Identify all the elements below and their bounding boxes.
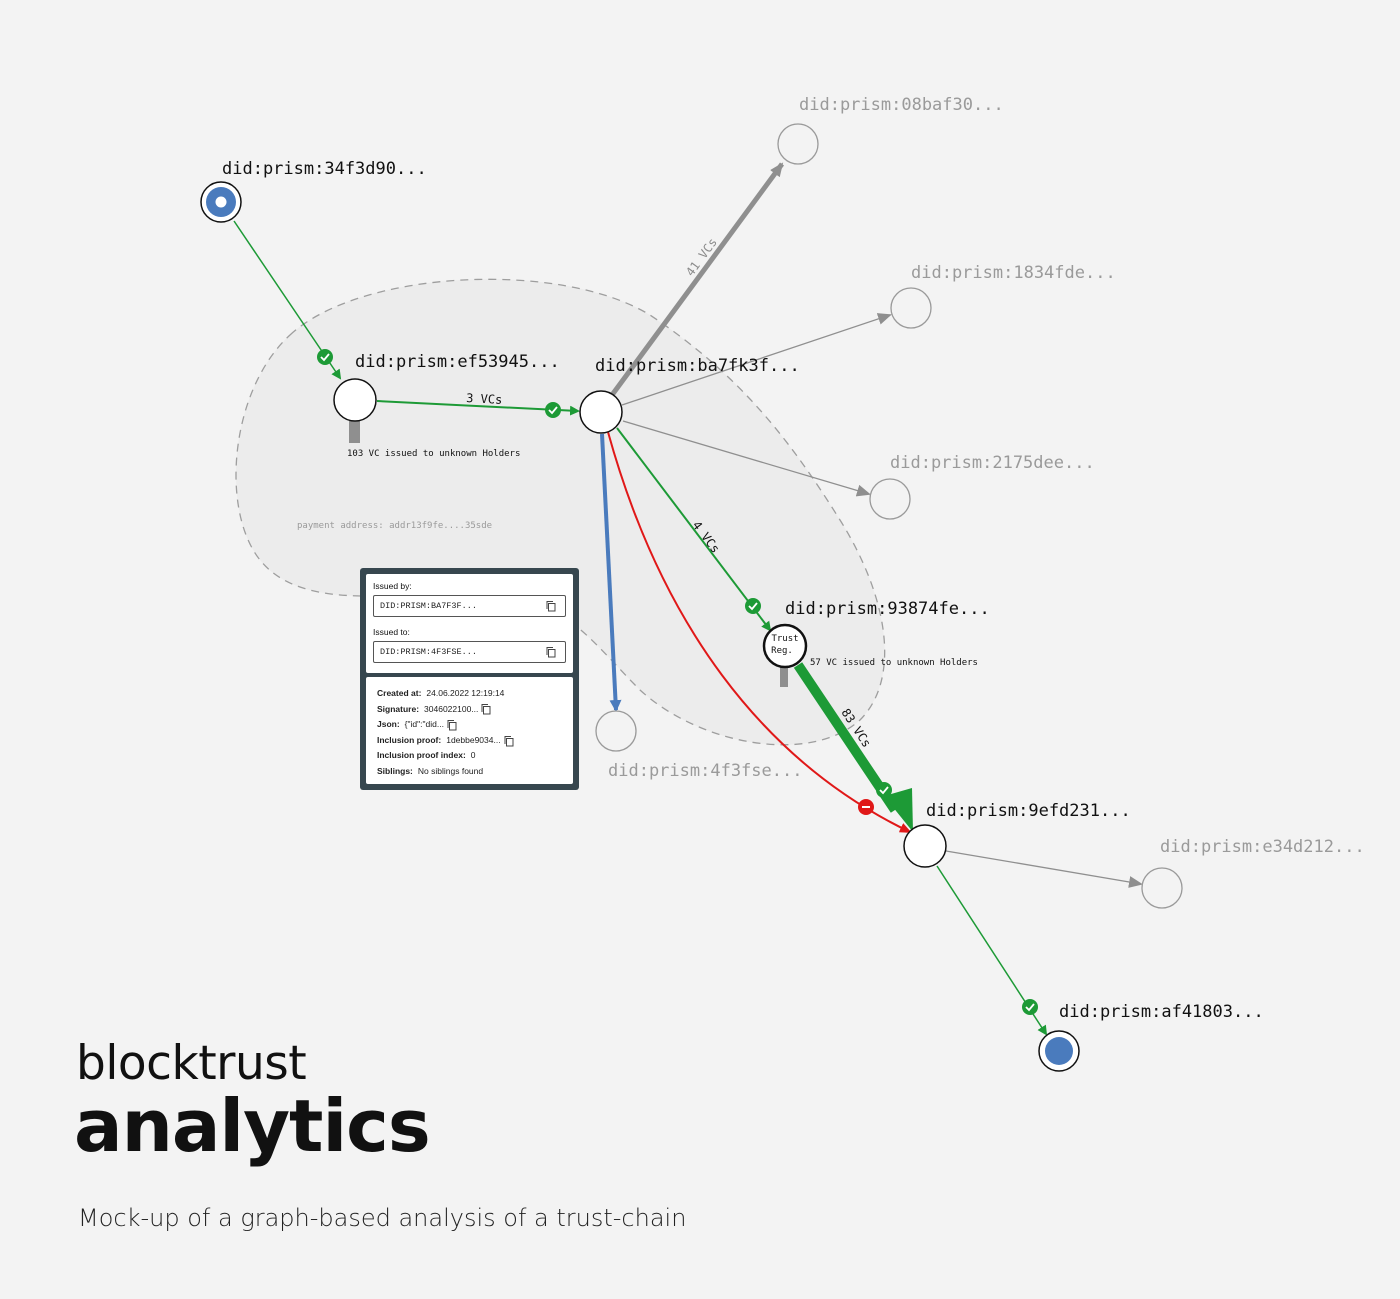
- detail-value: 24.06.2022 12:19:14: [426, 688, 505, 698]
- page-caption: Mock-up of a graph-based analysis of a t…: [78, 1204, 687, 1232]
- detail-label: Json:: [377, 719, 400, 730]
- node-label-2175dee: did:prism:2175dee...: [890, 453, 1095, 473]
- node-label-af41803: did:prism:af41803...: [1059, 1002, 1264, 1022]
- issued-to-value: DID:PRISM:4F3FSE...: [380, 647, 477, 657]
- node-ef53945[interactable]: [333, 378, 377, 422]
- edge-label-ef-ba: 3 VCs: [466, 391, 503, 407]
- credential-info-card: Issued by: DID:PRISM:BA7F3F... Issued to…: [360, 568, 579, 790]
- node-2175dee[interactable]: [869, 478, 911, 520]
- edge-9efd231-to-e34d212[interactable]: [945, 850, 1143, 888]
- verified-check-icon: [545, 402, 561, 418]
- copy-icon[interactable]: [545, 600, 557, 612]
- unknown-holders-bar: [780, 665, 788, 687]
- node-label-e34d212: did:prism:e34d212...: [1160, 837, 1365, 857]
- unknown-holders-note: 57 VC issued to unknown Holders: [810, 658, 978, 668]
- detail-value: 0: [470, 750, 476, 761]
- trust-registry-label-line1: Trust: [771, 634, 798, 644]
- node-ba7fk3f[interactable]: [579, 390, 623, 434]
- edge-ba7fk3f-to-93874fe[interactable]: [616, 427, 772, 632]
- node-label-ba7fk3f: did:prism:ba7fk3f...: [595, 356, 800, 376]
- node-93874fe-trust-registry[interactable]: Trust Reg.: [762, 623, 808, 669]
- node-label-08baf30: did:prism:08baf30...: [799, 95, 1004, 115]
- edge-ba7fk3f-to-9efd231-revoked[interactable]: [607, 431, 912, 833]
- node-label-9efd231: did:prism:9efd231...: [926, 801, 1131, 821]
- node-08baf30[interactable]: [777, 123, 819, 165]
- edge-ba7fk3f-to-08baf30[interactable]: [609, 162, 785, 397]
- node-af41803[interactable]: [1038, 1030, 1080, 1072]
- revoked-minus-icon: [858, 799, 874, 815]
- detail-value: 1debbe9034...: [446, 734, 501, 745]
- detail-label: Inclusion proof:: [377, 734, 442, 745]
- node-9efd231[interactable]: [903, 824, 947, 868]
- issued-to-caption: Issued to:: [373, 627, 410, 637]
- cluster-region: [235, 278, 886, 746]
- edge-ef53945-to-ba7fk3f[interactable]: [376, 400, 580, 416]
- verified-check-icon: [876, 782, 892, 798]
- detail-label: Inclusion proof index:: [377, 750, 466, 761]
- detail-row-siblings: Siblings: No siblings found: [377, 764, 573, 780]
- detail-row-created: Created at: 24.06.2022 12:19:14: [377, 686, 573, 702]
- issued-by-value: DID:PRISM:BA7F3F...: [380, 601, 477, 611]
- card-details-section: Created at: 24.06.2022 12:19:14 Signature…: [366, 677, 573, 784]
- node-e34d212[interactable]: [1141, 867, 1183, 909]
- copy-icon[interactable]: [446, 719, 458, 731]
- detail-row-json: Json: {"id":"did...: [377, 717, 573, 733]
- node-label-4f3fse: did:prism:4f3fse...: [608, 761, 802, 781]
- verified-check-icon: [317, 349, 333, 365]
- issued-by-caption: Issued by:: [373, 581, 412, 591]
- node-label-ef53945: did:prism:ef53945...: [355, 352, 560, 372]
- node-label-93874fe: did:prism:93874fe...: [785, 599, 990, 619]
- payment-address: payment address: addr13f9fe....35sde: [297, 521, 492, 531]
- edge-ba7fk3f-to-4f3fse[interactable]: [600, 433, 622, 712]
- copy-icon[interactable]: [503, 735, 515, 747]
- detail-row-inclusion-proof: Inclusion proof: 1debbe9034...: [377, 733, 573, 749]
- issued-to-field[interactable]: DID:PRISM:4F3FSE...: [373, 641, 566, 663]
- copy-icon[interactable]: [545, 646, 557, 658]
- verified-check-icon: [1022, 999, 1038, 1015]
- verified-check-icon: [745, 598, 761, 614]
- detail-value: 3046022100...: [424, 703, 479, 714]
- card-parties-section: Issued by: DID:PRISM:BA7F3F... Issued to…: [366, 574, 573, 673]
- detail-value: No siblings found: [417, 765, 484, 776]
- detail-label: Signature:: [377, 703, 420, 714]
- node-label-1834fde: did:prism:1834fde...: [911, 263, 1116, 283]
- detail-label: Created at:: [377, 688, 422, 698]
- trust-registry-label-line2: Reg.: [771, 646, 793, 656]
- unknown-holders-note: 103 VC issued to unknown Holders: [347, 449, 520, 459]
- node-34f3d90[interactable]: [200, 181, 242, 223]
- node-1834fde[interactable]: [890, 287, 932, 329]
- detail-row-signature: Signature: 3046022100...: [377, 702, 573, 718]
- issued-by-field[interactable]: DID:PRISM:BA7F3F...: [373, 595, 566, 617]
- brand-product-name: analytics: [74, 1084, 431, 1168]
- node-label-34f3d90: did:prism:34f3d90...: [222, 159, 427, 179]
- edge-93874fe-to-9efd231-arrowhead: [884, 788, 913, 832]
- detail-label: Siblings:: [377, 765, 413, 776]
- unknown-holders-bar: [349, 421, 360, 443]
- edge-ba7fk3f-to-1834fde[interactable]: [621, 313, 892, 406]
- detail-value: {"id":"did...: [404, 719, 444, 730]
- detail-row-inclusion-index: Inclusion proof index: 0: [377, 748, 573, 764]
- brand-product-line: blocktrust: [76, 1036, 307, 1091]
- edge-ba7fk3f-to-2175dee[interactable]: [622, 420, 871, 497]
- node-4f3fse[interactable]: [595, 710, 637, 752]
- copy-icon[interactable]: [480, 703, 492, 715]
